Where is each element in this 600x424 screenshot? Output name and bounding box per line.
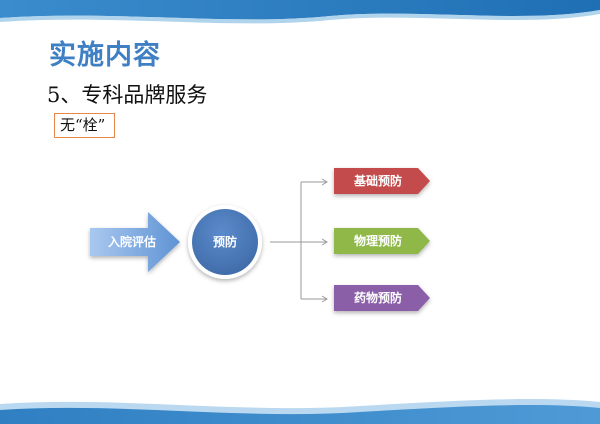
branch-box-3: 药物预防 (334, 285, 430, 311)
top-wave-decoration (0, 0, 600, 24)
connector-lines (270, 178, 328, 303)
slide-title: 实施内容 (49, 40, 161, 71)
bottom-wave-decoration (0, 399, 600, 424)
branch-box-2: 物理预防 (334, 228, 430, 254)
branch-box-shape-1 (334, 168, 430, 194)
branch-box-label-1: 基础预防 (353, 173, 402, 188)
branch-box-shape-3 (334, 285, 430, 311)
branch-box-shape-2 (334, 228, 430, 254)
center-circle: 预防 (188, 205, 262, 279)
arrowhead-1 (321, 178, 328, 186)
slide-subtitle: 5、专科品牌服务 (47, 83, 208, 107)
tag-label: 无“栓” (54, 113, 115, 138)
input-arrow: 入院评估 (90, 212, 180, 272)
arrowhead-2 (321, 238, 328, 246)
branch-box-label-2: 物理预防 (354, 233, 402, 248)
input-arrow-label: 入院评估 (108, 234, 156, 249)
branch-box-1: 基础预防 (334, 168, 430, 194)
center-circle-label: 预防 (213, 234, 237, 249)
branch-box-label-3: 药物预防 (354, 290, 402, 305)
arrowhead-3 (321, 295, 328, 303)
